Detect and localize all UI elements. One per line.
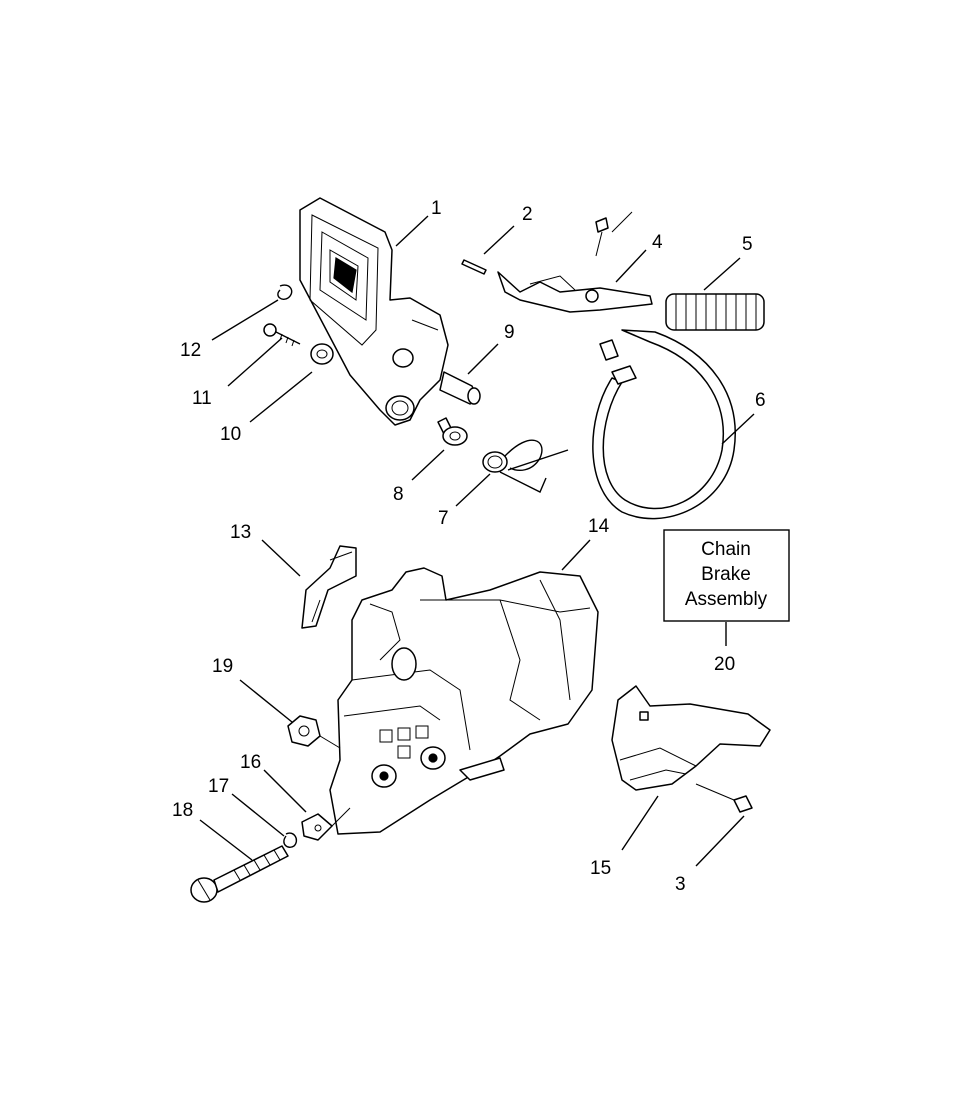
callout-17: 17: [208, 776, 229, 797]
part-14-housing: [329, 567, 599, 835]
part-2-pin: [461, 259, 487, 275]
callout-14: 14: [588, 516, 610, 537]
part-7-torsion-spring: [482, 439, 569, 493]
callout-18: 18: [172, 800, 193, 821]
callout-labels: 1 2 4 5 6 7 8 9 10 11 12 13 14 19 16 17 …: [172, 198, 766, 895]
callout-5: 5: [742, 234, 753, 255]
callout-7: 7: [438, 508, 449, 529]
callout-19: 19: [212, 656, 233, 677]
callout-16: 16: [240, 752, 261, 773]
callout-6: 6: [755, 390, 766, 411]
callout-15: 15: [590, 858, 611, 879]
part-15-plate: [611, 685, 771, 791]
callout-12: 12: [180, 340, 201, 361]
assembly-box-line-3: Assembly: [685, 589, 768, 610]
callout-11: 11: [192, 388, 212, 409]
callout-8: 8: [393, 484, 404, 505]
callout-10: 10: [220, 424, 241, 445]
part-8-bolt: [437, 417, 468, 446]
part-11-screw: [263, 323, 301, 347]
callout-4: 4: [652, 232, 663, 253]
part-6-brake-band: [592, 329, 736, 520]
part-16-tab: [301, 807, 351, 841]
callout-1: 1: [431, 198, 442, 219]
chain-brake-assembly-box: Chain Brake Assembly: [663, 529, 790, 622]
callout-9: 9: [504, 322, 515, 343]
part-10-washer: [310, 343, 334, 365]
part-12-clip: [277, 284, 293, 300]
part-18-bolt: [190, 845, 289, 903]
callout-2: 2: [522, 204, 533, 225]
part-9-pivot-pin: [439, 371, 481, 405]
part-17-washer: [283, 832, 298, 848]
assembly-box-line-1: Chain: [701, 539, 751, 560]
part-19-nut: [287, 715, 341, 749]
part-1-hand-guard: [299, 197, 449, 426]
callout-13: 13: [230, 522, 251, 543]
part-5-spring: [665, 293, 765, 331]
part-4-latch: [497, 211, 653, 313]
callout-3: 3: [675, 874, 686, 895]
part-3-screw: [695, 783, 753, 813]
part-13-bracket: [301, 545, 357, 629]
callout-20: 20: [714, 654, 735, 675]
leader-lines: [199, 215, 755, 867]
assembly-box-line-2: Brake: [701, 564, 751, 585]
